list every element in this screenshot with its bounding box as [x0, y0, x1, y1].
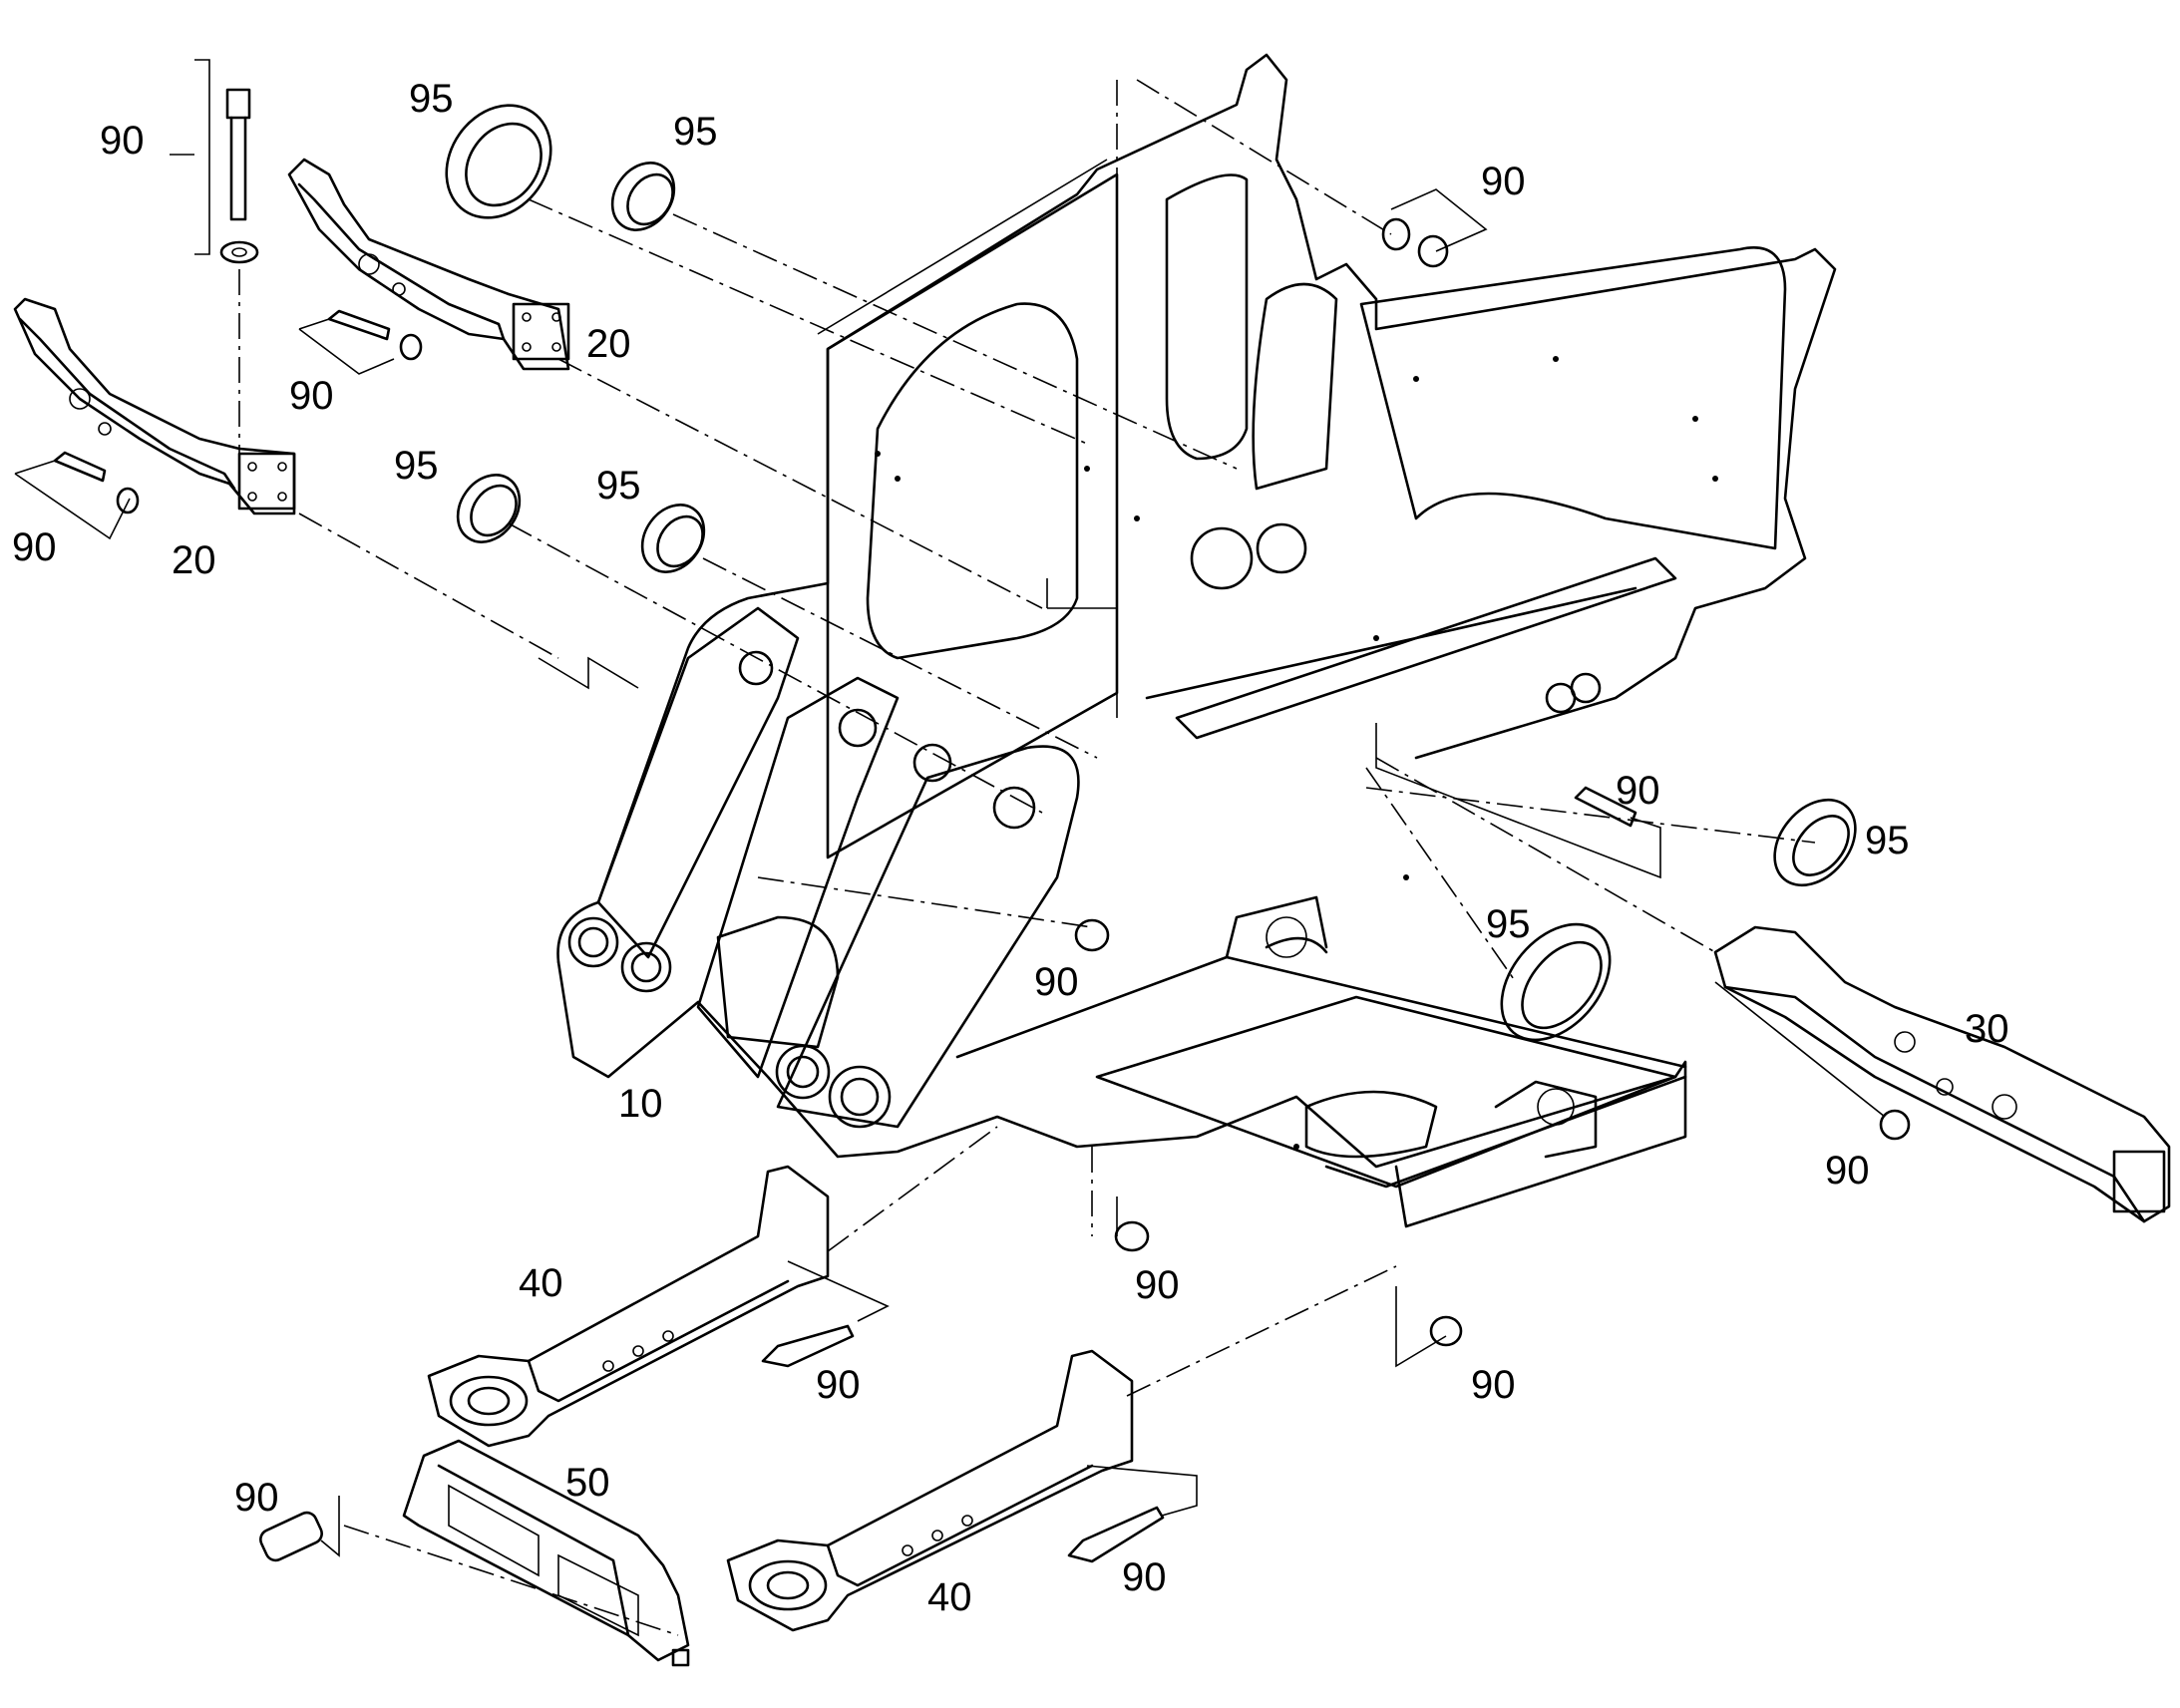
callout-90: 90 [234, 1476, 279, 1520]
callout-95: 95 [1486, 902, 1531, 946]
callout-90: 90 [1034, 960, 1079, 1004]
callout-95: 95 [1865, 819, 1910, 862]
callout-labels: 90 95 95 90 20 90 95 95 90 20 90 95 95 9… [12, 77, 2009, 1619]
callout-95: 95 [673, 110, 718, 154]
arm-40-lower-part [726, 1349, 1134, 1632]
callout-90: 90 [12, 525, 57, 569]
callout-90: 90 [1481, 160, 1526, 203]
seal-rings-95 [445, 104, 1857, 1042]
arm-40-upper-part [427, 1165, 830, 1448]
bracket-50-part [402, 1439, 690, 1667]
fasteners-90 [53, 88, 1911, 1563]
callout-90: 90 [1471, 1363, 1516, 1407]
callout-90: 90 [1122, 1555, 1167, 1599]
callout-90: 90 [816, 1363, 861, 1407]
callout-30: 30 [1965, 1007, 2009, 1051]
callout-40: 40 [927, 1575, 972, 1619]
callout-10: 10 [618, 1082, 663, 1126]
bracket-20-upper-part [287, 158, 570, 371]
callout-20: 20 [586, 322, 631, 366]
assembly-center-lines [238, 79, 1816, 1636]
callout-95: 95 [394, 444, 439, 488]
callout-95: 95 [409, 77, 454, 121]
callout-90: 90 [1135, 1263, 1180, 1307]
bracket-20-lower-part [13, 297, 296, 515]
callout-50: 50 [565, 1461, 610, 1505]
callout-95: 95 [596, 464, 641, 508]
main-frame-part [556, 53, 1837, 1228]
callout-90: 90 [1825, 1149, 1870, 1193]
callout-90: 90 [1616, 769, 1660, 813]
arm-30-part [1713, 925, 2171, 1223]
callout-20: 20 [172, 538, 216, 582]
leader-lines [14, 59, 1886, 1557]
callout-40: 40 [519, 1261, 563, 1305]
callout-90: 90 [289, 374, 334, 418]
callout-90: 90 [100, 119, 145, 163]
